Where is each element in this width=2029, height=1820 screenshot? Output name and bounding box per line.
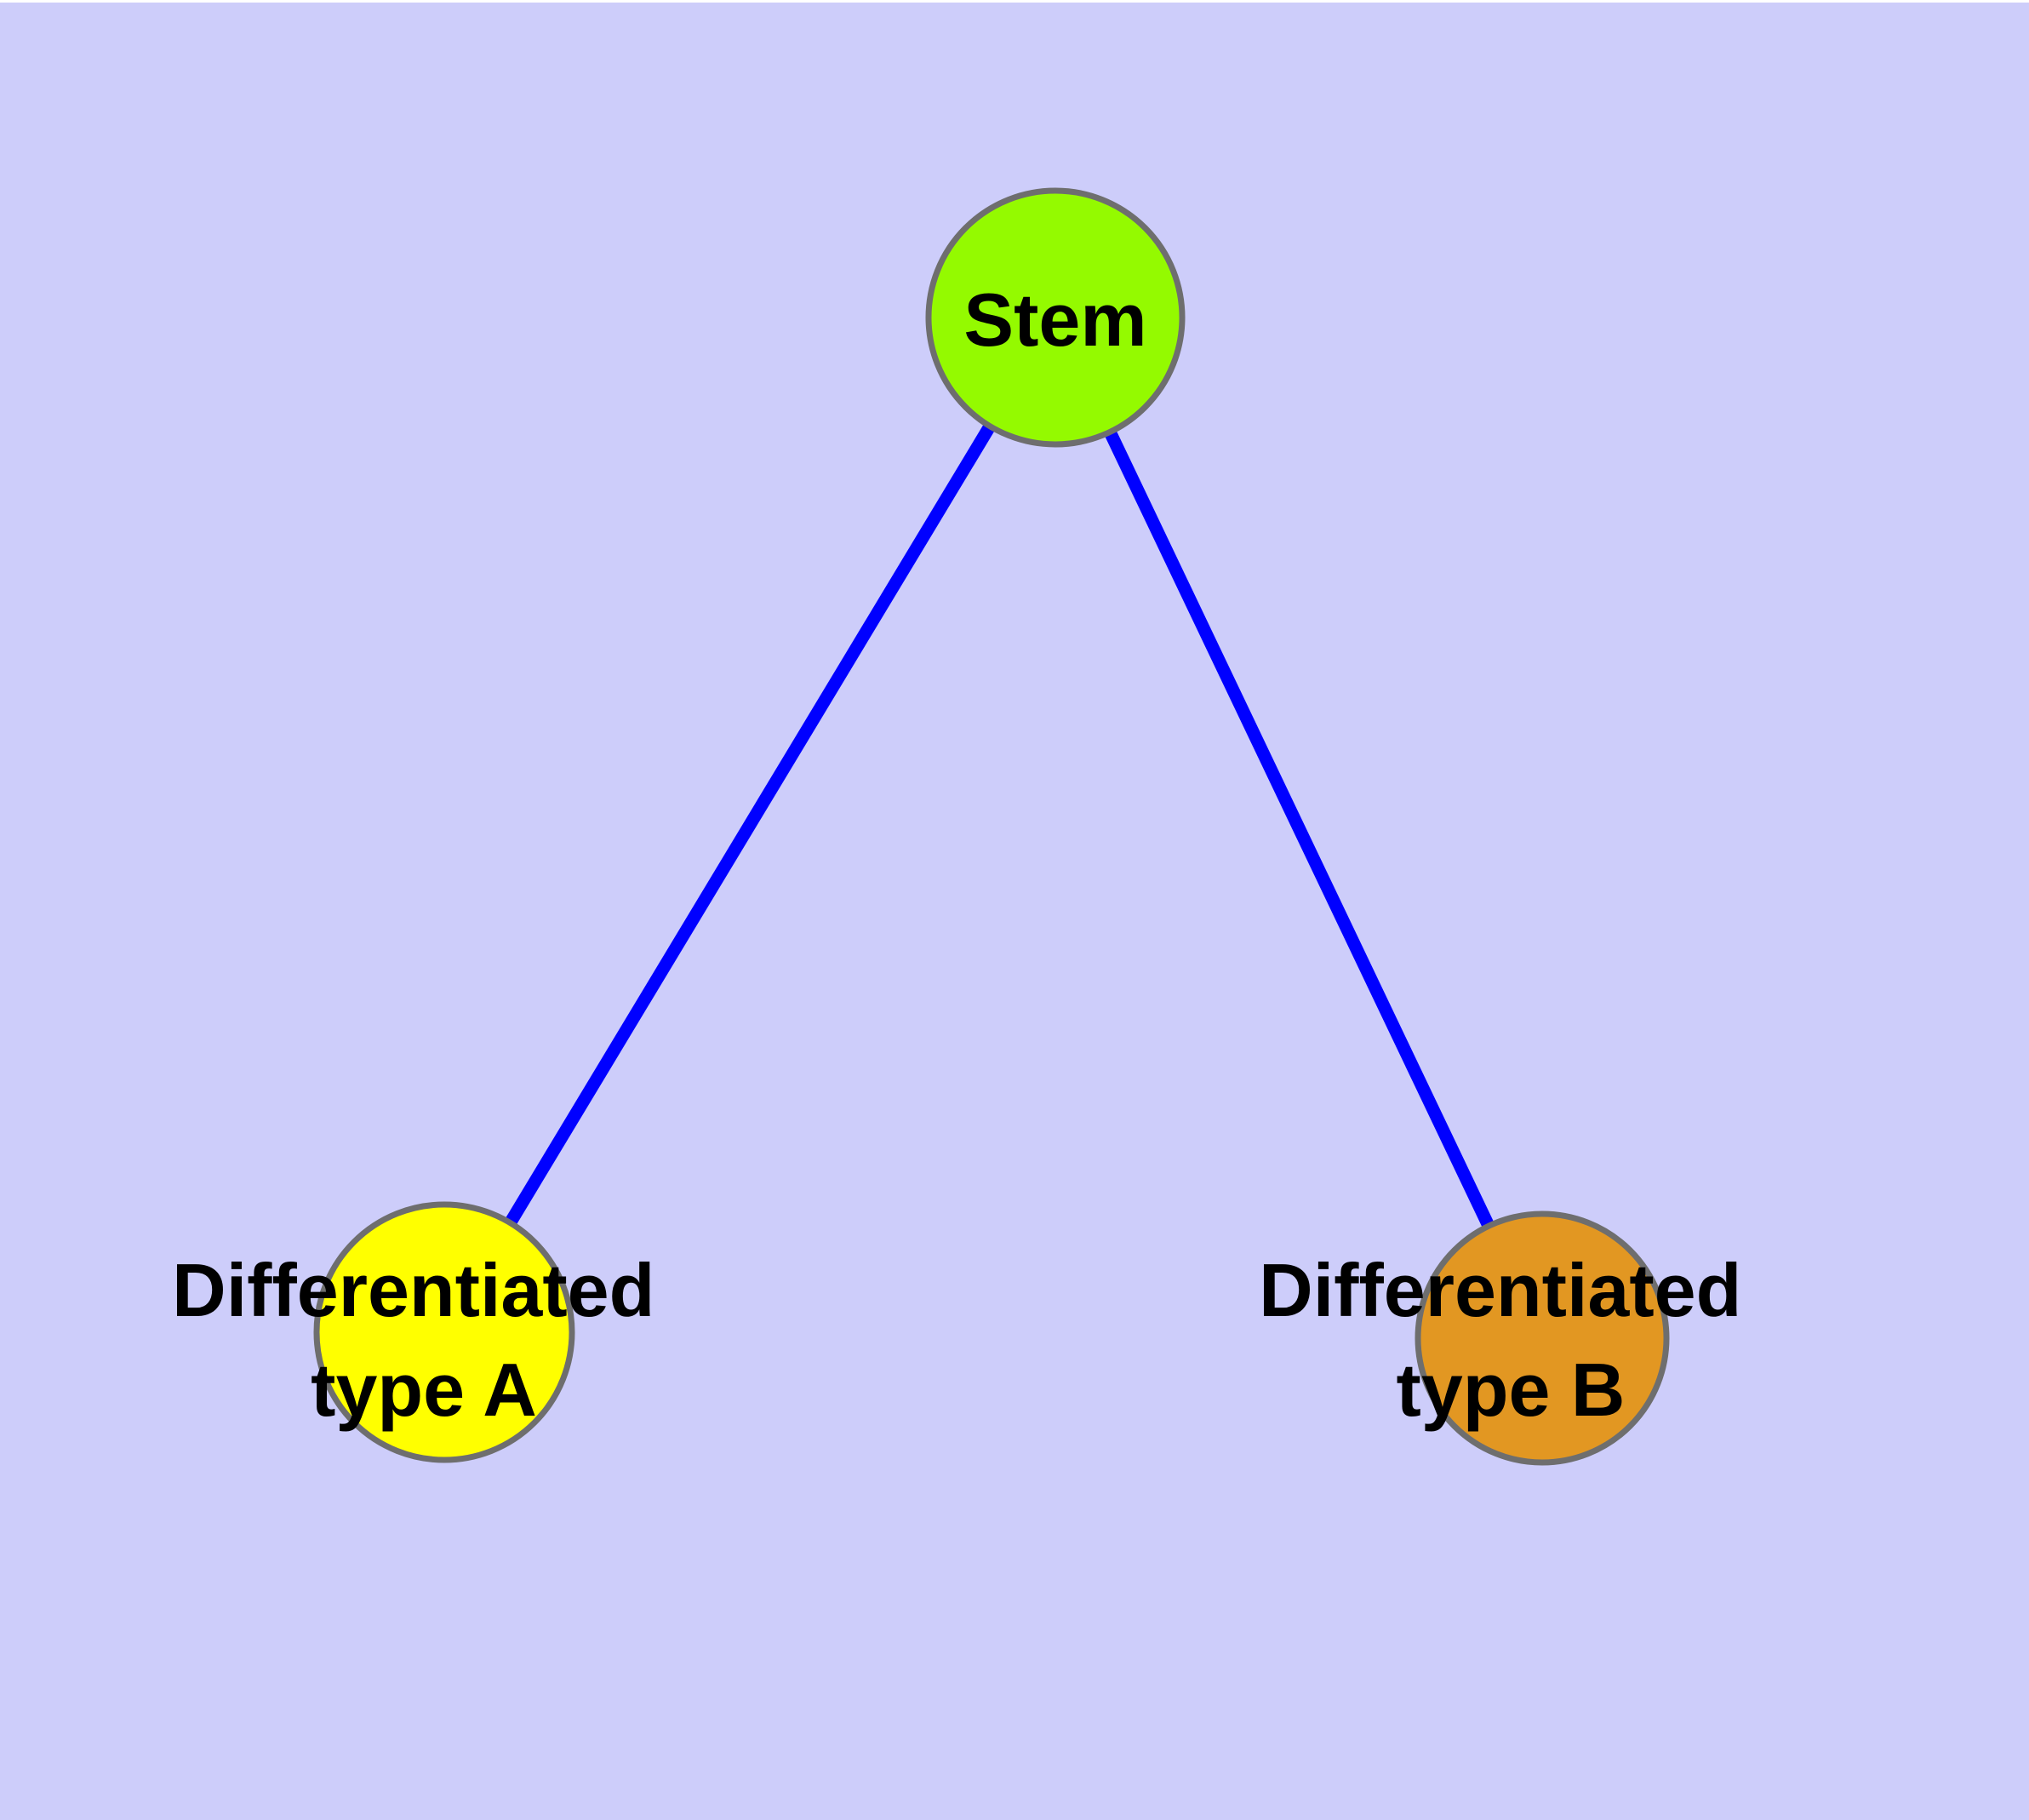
differentiated-type-a-node: [313, 1201, 575, 1463]
differentiated-type-b-node: [1415, 1210, 1670, 1466]
type-b-label-line-2: type B: [1397, 1348, 1626, 1432]
edge-stem-to-type-a: [438, 314, 1061, 1336]
type-b-node-label: Differentiated type B: [1259, 1248, 1763, 1432]
edge-layer: [438, 314, 1548, 1342]
edge-stem-to-type-b: [1049, 314, 1548, 1342]
type-a-label-line-2: type A: [311, 1348, 537, 1432]
stem-node: [925, 187, 1186, 448]
type-a-label-line-1: Differentiated: [172, 1248, 654, 1332]
stem-node-label: Stem: [963, 278, 1146, 362]
type-a-node-label: Differentiated type A: [172, 1248, 676, 1432]
node-layer: [313, 187, 1670, 1466]
label-layer: Stem Differentiated type A Differentiate…: [172, 278, 1763, 1432]
type-b-label-line-1: Differentiated: [1259, 1248, 1741, 1332]
